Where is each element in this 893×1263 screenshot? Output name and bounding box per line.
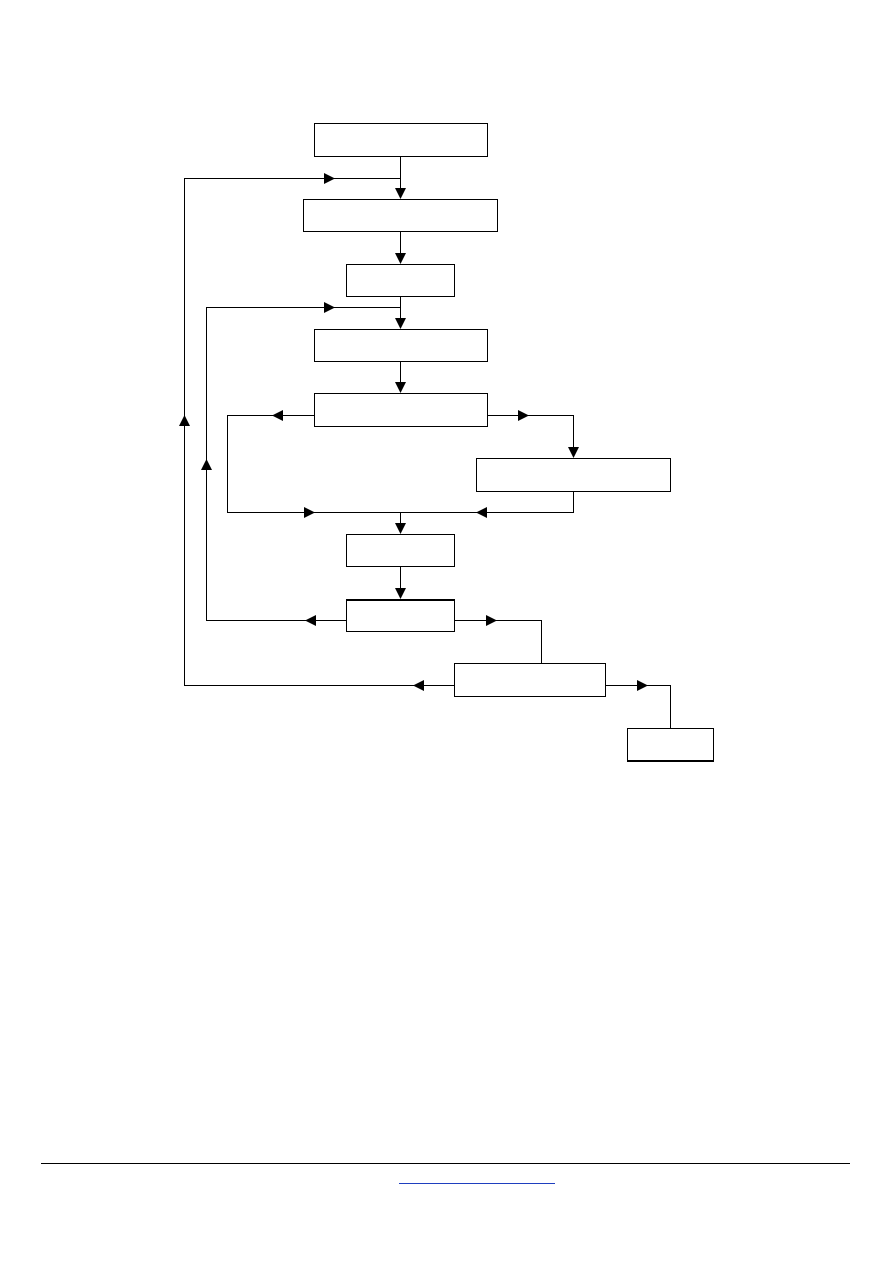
edge-n7-n8: [395, 567, 406, 599]
edge-n9-n10: [606, 680, 671, 728]
node-n6[interactable]: [476, 458, 671, 492]
arrowhead-down: [568, 447, 579, 458]
edge-n8-n4-loop: [201, 302, 401, 626]
arrowhead-right: [304, 507, 315, 518]
node-n4[interactable]: [314, 329, 488, 362]
arrowhead-up: [179, 415, 190, 426]
arrowhead-down: [395, 318, 406, 329]
arrowhead-down: [395, 588, 406, 599]
arrowhead-right: [518, 410, 529, 421]
node-n1[interactable]: [314, 123, 488, 157]
arrowhead-right: [324, 302, 335, 313]
arrowhead-up: [201, 459, 212, 470]
node-n2[interactable]: [303, 199, 498, 232]
node-n3[interactable]: [346, 264, 455, 297]
edge-n3-n4: [395, 297, 406, 329]
edge-n5-n7-bypass: [227, 410, 401, 518]
edge-n9-n2-loop: [179, 173, 454, 691]
arrowhead-down: [395, 382, 406, 393]
edge-n5-n6: [488, 410, 579, 458]
node-n8[interactable]: [346, 599, 455, 632]
edge-n8-n9: [455, 615, 542, 663]
arrowhead-right: [637, 680, 648, 691]
edge-n6-n7: [400, 492, 574, 518]
node-n9[interactable]: [454, 663, 606, 697]
edge-n1-n2: [395, 157, 406, 199]
node-n7[interactable]: [346, 534, 455, 567]
arrowhead-down: [395, 253, 406, 264]
edge-n4-n5: [395, 362, 406, 393]
node-n5[interactable]: [314, 393, 488, 427]
arrowhead-right: [324, 173, 335, 184]
edge-merge-n7: [395, 512, 406, 534]
footer-divider: [41, 1163, 850, 1164]
arrowhead-left: [272, 410, 283, 421]
arrowhead-left: [476, 507, 487, 518]
arrowhead-down: [395, 523, 406, 534]
arrowhead-down: [395, 188, 406, 199]
arrowhead-left: [413, 680, 424, 691]
arrowhead-left: [305, 615, 316, 626]
edge-n2-n3: [395, 232, 406, 264]
footer-link-underline[interactable]: [399, 1183, 555, 1184]
arrowhead-right: [486, 615, 497, 626]
node-n10[interactable]: [627, 728, 714, 762]
